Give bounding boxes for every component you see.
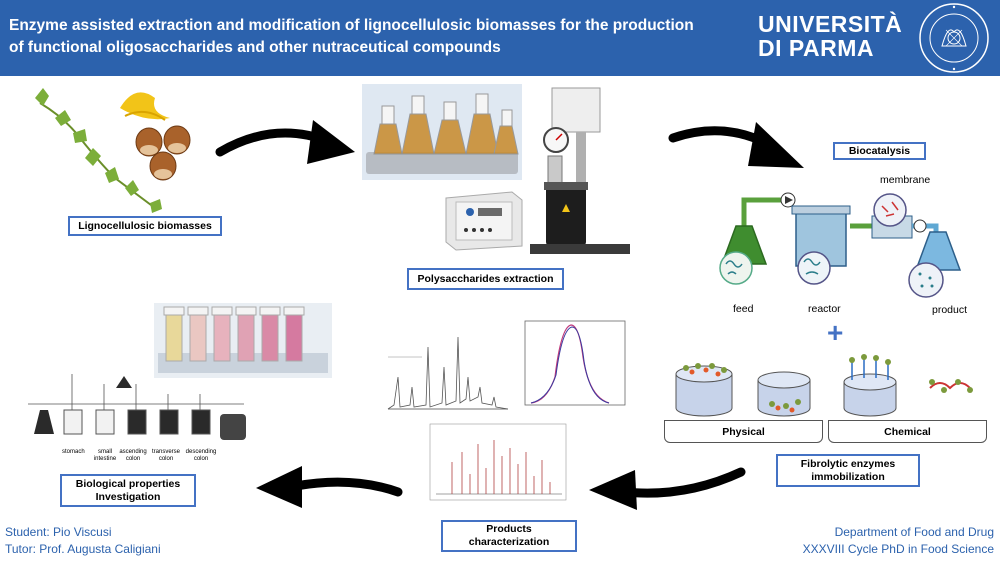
products-label-line-2: characterization	[468, 536, 550, 548]
biomass-label: Lignocellulosic biomasses	[68, 216, 222, 236]
physical-method-label: Physical	[664, 420, 823, 443]
arrow-left-icon	[589, 467, 746, 510]
logo-line-2: DI PARMA	[758, 35, 875, 61]
chemical-method-label: Chemical	[828, 420, 987, 443]
plus-sign: +	[827, 317, 844, 348]
immobilization-label-line-1: Fibrolytic enzymes	[800, 457, 896, 470]
student-name: Student: Pio Viscusi	[5, 525, 112, 539]
products-label-line-1: Products	[486, 523, 532, 535]
digestion-label-ascending-colon: ascending colon	[119, 449, 147, 462]
immobilization-label-line-2: immobilization	[811, 470, 885, 483]
logo-line-1: UNIVERSITÀ	[758, 11, 903, 37]
digestion-label-descending-colon: descending colon	[185, 449, 217, 462]
digestion-label-transverse-colon: transverse colon	[151, 449, 180, 462]
membrane-reactor-diagram	[719, 192, 962, 298]
product-label: product	[932, 304, 968, 316]
vials-photo	[154, 303, 332, 378]
header-banner: Enzyme assisted extraction and modificat…	[0, 0, 1000, 76]
department-name: Department of Food and Drug	[834, 525, 994, 539]
molecular-weight-curve-chart	[524, 320, 626, 406]
page-title: Enzyme assisted extraction and modificat…	[9, 15, 739, 59]
control-unit-photo	[445, 191, 523, 251]
digestion-model-diagram	[28, 374, 246, 440]
tutor-name: Tutor: Prof. Augusta Caligiani	[5, 542, 161, 556]
footer-left: Student: Pio Viscusi Tutor: Prof. August…	[5, 524, 161, 558]
biological-label-line-2: Investigation	[95, 490, 161, 503]
membrane-label: membrane	[880, 174, 931, 186]
products-label: Products characterization	[441, 520, 577, 552]
immobilization-label: Fibrolytic enzymes immobilization	[776, 454, 920, 487]
extraction-label: Polysaccharides extraction	[407, 268, 564, 290]
university-logo-text: UNIVERSITÀ DI PARMA	[758, 12, 902, 60]
immobilization-supports-diagram	[675, 354, 973, 417]
chromatogram-chart	[382, 317, 514, 417]
lc-ms-chromatogram-chart	[429, 423, 567, 501]
reactor-label: reactor	[808, 303, 841, 315]
biological-properties-label: Biological properties Investigation	[60, 474, 196, 507]
biomass-illustration	[35, 88, 191, 213]
biological-label-line-1: Biological properties	[75, 477, 181, 490]
title-line-2: of functional oligosaccharides and other…	[9, 39, 501, 56]
title-line-1: Enzyme assisted extraction and modificat…	[9, 17, 694, 34]
footer-right: Department of Food and Drug XXXVIII Cycl…	[803, 524, 994, 558]
arrow-right-down-icon	[668, 122, 804, 168]
shaker-flasks-photo	[362, 84, 522, 180]
digestion-label-small-intestine: small intestine	[93, 449, 117, 462]
biocatalysis-label: Biocatalysis	[833, 142, 926, 160]
pressure-reactor-photo	[530, 87, 630, 254]
digestion-label-stomach: stomach	[62, 449, 85, 455]
feed-label: feed	[733, 303, 754, 315]
phd-cycle: XXXVIII Cycle PhD in Food Science	[802, 542, 994, 556]
arrow-right-icon	[215, 120, 355, 164]
university-seal-icon	[919, 3, 989, 73]
arrow-left-icon-2	[256, 466, 403, 508]
